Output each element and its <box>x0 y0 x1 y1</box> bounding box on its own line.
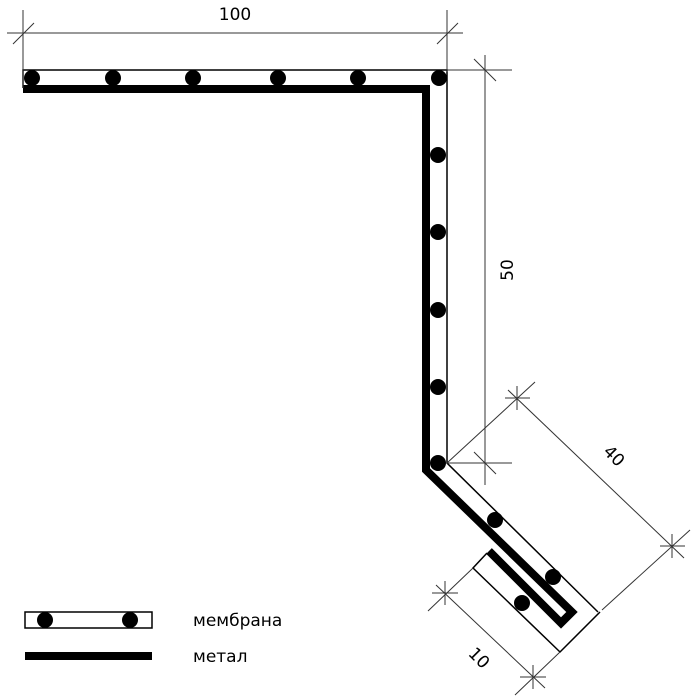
legend-membrane-symbol <box>24 611 153 629</box>
dimension-hook-label: 10 <box>464 644 493 673</box>
legend-membrane-label: мембрана <box>193 611 282 631</box>
dimension-top-label: 100 <box>219 5 251 25</box>
metal-sheet <box>23 85 578 629</box>
dimension-diagonal-label: 40 <box>599 442 628 471</box>
dimension-top <box>7 10 463 88</box>
dimension-diagonal <box>446 381 691 611</box>
membrane-dots <box>24 70 561 611</box>
dimension-vertical <box>447 55 512 485</box>
legend: мембрана метал <box>24 611 282 667</box>
dimension-vertical-label: 50 <box>498 259 518 281</box>
dimension-hook <box>427 567 561 696</box>
membrane-strip <box>22 69 601 654</box>
legend-metal-label: метал <box>193 647 247 667</box>
